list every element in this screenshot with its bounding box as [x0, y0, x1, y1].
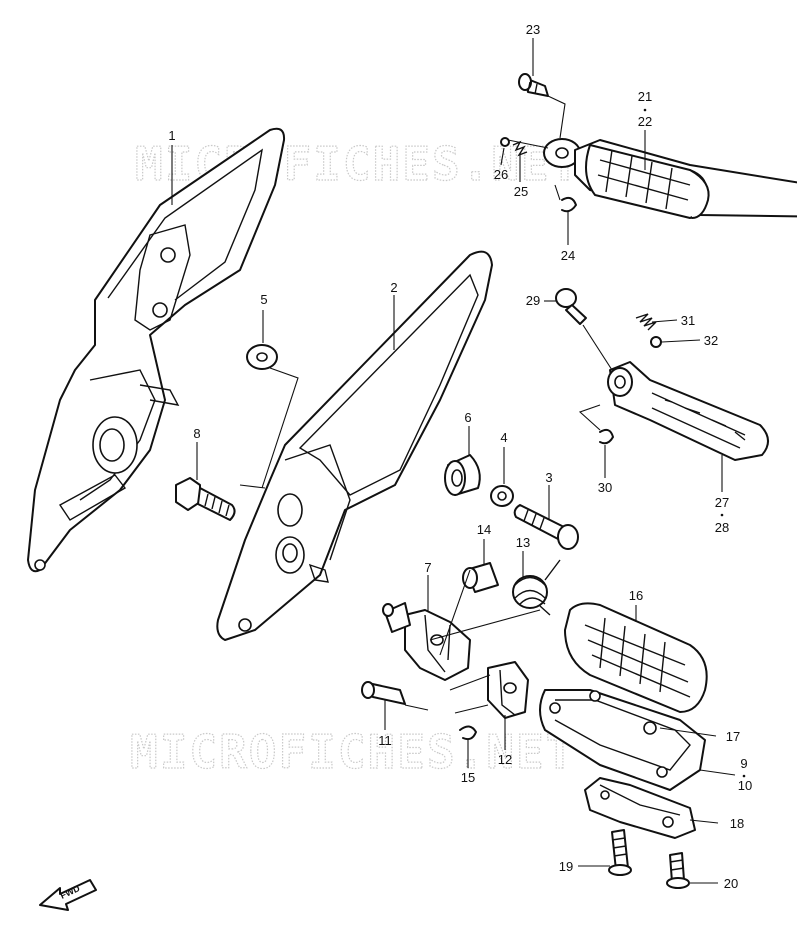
part-labels: 1 2 3 4 5 6 7 8 9 10 11 12 13 14 15 16 1…	[168, 22, 752, 891]
ball-26	[500, 137, 510, 147]
label-8: 8	[193, 426, 200, 441]
spring-13	[512, 559, 561, 616]
label-24: 24	[561, 248, 575, 263]
label-13: 13	[516, 535, 530, 550]
label-12: 12	[498, 752, 512, 767]
bracket-1	[27, 127, 286, 573]
label-11: 11	[378, 733, 392, 748]
bolt-19	[608, 829, 632, 876]
bolt-20	[666, 852, 690, 889]
footpeg-27	[607, 361, 769, 461]
bolt-23	[518, 73, 549, 97]
clevis-12	[487, 661, 529, 719]
label-29: 29	[526, 293, 540, 308]
label-6: 6	[464, 410, 471, 425]
label-17: 17	[726, 729, 740, 744]
collar-14	[462, 562, 499, 593]
label-18: 18	[730, 816, 744, 831]
label-27: 27	[715, 495, 729, 510]
bolt-3	[513, 504, 579, 550]
label-31: 31	[681, 313, 695, 328]
pin-29	[555, 288, 587, 325]
label-23: 23	[526, 22, 540, 37]
collar-6	[444, 454, 481, 496]
bolt-8	[175, 477, 236, 521]
label-19: 19	[559, 859, 573, 874]
label-5: 5	[260, 292, 267, 307]
watermark-bottom: MICROFICHES.NET	[130, 725, 575, 779]
label-9: 9	[740, 756, 747, 771]
washer-5	[246, 344, 278, 370]
footpeg-21	[543, 138, 797, 219]
leader-lines	[171, 38, 736, 884]
label-30: 30	[598, 480, 612, 495]
label-28: 28	[715, 520, 729, 535]
label-25: 25	[514, 184, 528, 199]
label-14: 14	[477, 522, 491, 537]
bracket-2	[216, 250, 493, 641]
label-15: 15	[461, 770, 475, 785]
label-10: 10	[738, 778, 752, 793]
label-16: 16	[629, 588, 643, 603]
footrest-9	[539, 689, 706, 791]
circlip-24	[561, 196, 577, 213]
label-3: 3	[545, 470, 552, 485]
label-7: 7	[424, 560, 431, 575]
label-separators	[643, 108, 746, 778]
label-2: 2	[390, 280, 397, 295]
washer-4	[490, 485, 514, 507]
label-22: 22	[638, 114, 652, 129]
label-26: 26	[494, 167, 508, 182]
label-21: 21	[638, 89, 652, 104]
circlip-30	[599, 428, 614, 445]
label-4: 4	[500, 430, 507, 445]
plate-18	[584, 777, 696, 839]
rubber-16	[564, 602, 708, 713]
circlip-15	[459, 725, 477, 741]
pin-11	[361, 681, 406, 705]
fwd-arrow-icon: FWD	[39, 879, 97, 911]
mount-7	[382, 602, 471, 681]
label-32: 32	[704, 333, 718, 348]
label-20: 20	[724, 876, 738, 891]
ball-32	[650, 336, 662, 348]
label-1: 1	[168, 128, 175, 143]
